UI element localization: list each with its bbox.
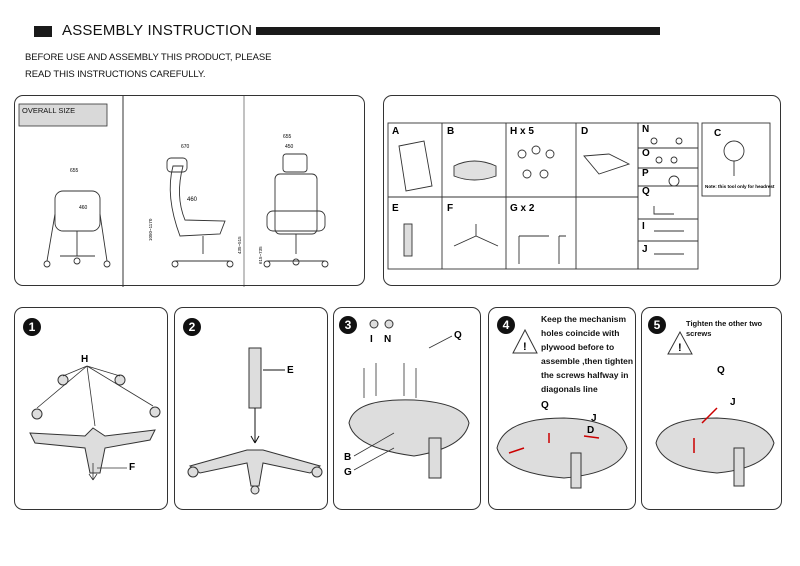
step-4-note-line-6: diagonals line: [541, 384, 598, 394]
dim-front-width: 655: [283, 134, 292, 140]
step-4-note-line-2: holes coincide with: [541, 328, 620, 338]
overall-size-panel: OVERALL SIZE 655 460 670 460 1050~1170 4…: [14, 95, 365, 287]
part-h-label: H x 5: [510, 126, 534, 137]
part-n-label: N: [642, 124, 649, 135]
step-2-panel: 2 E: [174, 307, 328, 510]
title-marker: [34, 26, 52, 37]
step-1-label-f: F: [129, 462, 135, 473]
step-3-panel: 3 Q I N B G: [333, 307, 481, 510]
step-2-diagram: E: [187, 347, 323, 495]
dim-top-width: 655: [70, 168, 79, 174]
part-c-label: C: [714, 128, 721, 139]
part-f-label: F: [447, 203, 453, 214]
step-4-label-j: J: [591, 413, 597, 424]
step-2-label-e: E: [287, 365, 294, 376]
dim-front-back: 450: [285, 144, 294, 150]
step-2-number: 2: [183, 318, 201, 336]
step-3-label-i: I: [370, 334, 373, 345]
step-1-label-h: H: [81, 354, 88, 365]
part-d-label: D: [581, 126, 588, 137]
step-3-diagram: Q I N B G: [344, 319, 470, 479]
step-1-diagram: H F: [29, 354, 161, 481]
part-i-label: I: [642, 221, 645, 232]
dim-side-seat: 460: [187, 197, 198, 203]
page-title: ASSEMBLY INSTRUCTION: [62, 22, 253, 39]
part-a-label: A: [392, 126, 399, 137]
part-g-label: G x 2: [510, 203, 535, 214]
dim-side-top: 670: [181, 144, 190, 150]
step-3-label-b: B: [344, 452, 351, 463]
step-4-label-d: D: [587, 425, 594, 436]
part-e-label: E: [392, 203, 399, 214]
part-b-label: B: [447, 126, 454, 137]
dim-seat: 460: [79, 205, 88, 211]
parts-list-panel: A B H x 5 D E F G x 2 N O P Q I J C Note…: [383, 95, 781, 286]
title-rule: [256, 27, 660, 35]
step-4-note-line-1: Keep the mechanism: [541, 314, 627, 324]
step-5-panel: 5 Tighten the other two screws ! Q J: [641, 307, 782, 510]
dim-height-arm: 615~735: [258, 246, 263, 264]
part-q-label: Q: [642, 186, 650, 197]
top-view-chair: [43, 190, 111, 268]
step-1-panel: 1 H F: [14, 307, 168, 510]
front-view-chair: [263, 153, 329, 268]
part-o-label: O: [642, 148, 650, 159]
step-4-note-line-5: the screws halfway in: [541, 370, 629, 380]
part-p-label: P: [642, 168, 649, 179]
step-4-number: 4: [497, 316, 515, 334]
step-3-label-g: G: [344, 467, 352, 478]
step-4-note-line-4: assemble ,then tighten: [541, 356, 634, 366]
step-5-number: 5: [648, 316, 666, 334]
step-5-label-q: Q: [717, 365, 725, 376]
step-4-label-q: Q: [541, 400, 549, 411]
step-1-number: 1: [23, 318, 41, 336]
tool-note: Note: this tool only for headrest: [705, 184, 775, 189]
step-5-note: Tighten the other two screws: [686, 319, 763, 338]
step-4-diagram: ! Q J D: [496, 328, 628, 489]
step-3-label-q: Q: [454, 330, 462, 341]
warning-icon: !: [523, 341, 527, 353]
step-4-note: Keep the mechanism holes coincide with p…: [541, 312, 637, 396]
intro-line-1: BEFORE USE AND ASSEMBLY THIS PRODUCT, PL…: [25, 52, 272, 63]
side-view-chair: [166, 157, 234, 268]
warning-icon: !: [678, 342, 682, 354]
step-5-label-j: J: [730, 397, 736, 408]
step-3-number: 3: [339, 316, 357, 334]
overall-size-label: OVERALL SIZE: [22, 106, 75, 115]
step-4-panel: 4 ! Q J D Keep the mechanism holes coinc…: [488, 307, 636, 510]
dim-height-seat: 435~515: [237, 236, 242, 254]
step-3-label-n: N: [384, 334, 391, 345]
step-4-note-line-3: plywood before to: [541, 342, 615, 352]
part-j-label: J: [642, 244, 648, 255]
dim-height-total: 1050~1170: [148, 218, 153, 241]
intro-line-2: READ THIS INSTRUCTIONS CAREFULLY.: [25, 69, 206, 80]
step-5-diagram: ! Q J: [655, 330, 775, 487]
overall-size-diagram: OVERALL SIZE 655 460 670 460 1050~1170 4…: [18, 96, 329, 287]
parts-diagram: A B H x 5 D E F G x 2 N O P Q I J C Note…: [387, 122, 775, 270]
